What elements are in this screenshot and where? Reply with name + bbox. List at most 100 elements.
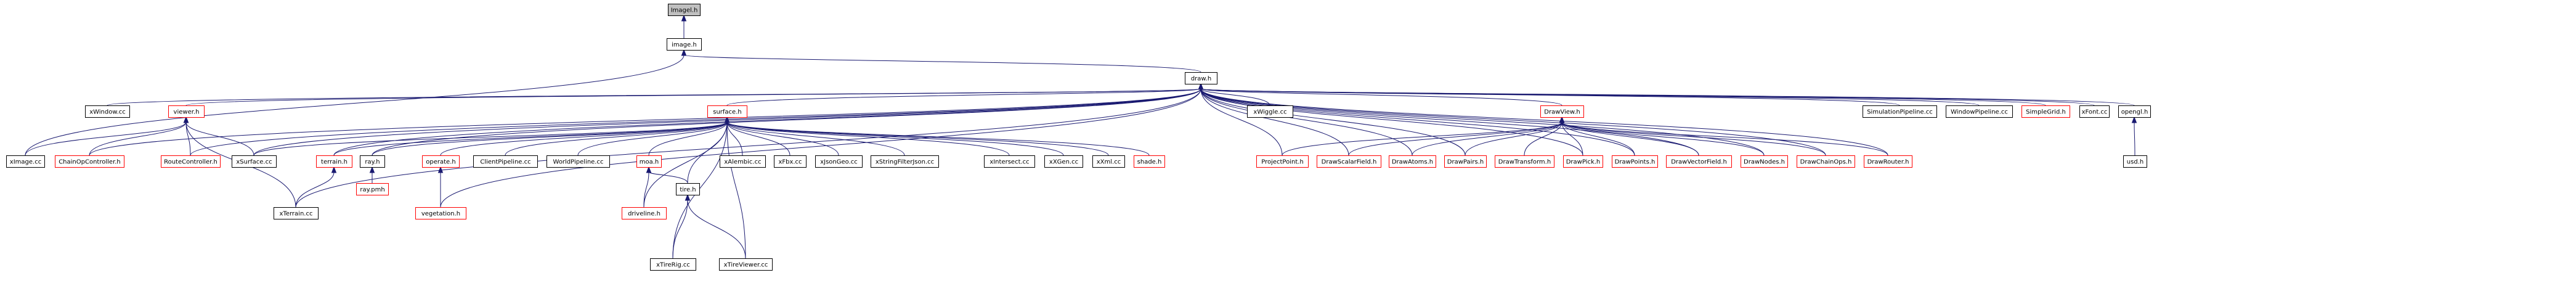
node-drawpoints-h[interactable]: DrawPoints.h	[1612, 155, 1658, 168]
edge-arrowhead	[437, 166, 444, 173]
dependency-edge	[1200, 88, 1413, 156]
node-projpoint-h[interactable]: ProjectPoint.h	[1256, 155, 1309, 168]
dependency-edge	[1524, 121, 1562, 156]
node-chainop-h[interactable]: ChainOpController.h	[55, 155, 124, 168]
node-routectrl-h[interactable]: RouteController.h	[161, 155, 221, 168]
node-label: DrawAtoms.h	[1392, 159, 1433, 166]
dependency-edge	[372, 121, 728, 156]
node-box	[650, 258, 696, 271]
node-drawnodes-h[interactable]: DrawNodes.h	[1741, 155, 1788, 168]
node-winpipe-cc[interactable]: WindowPipeline.cc	[1946, 105, 2013, 118]
node-xfont-cc[interactable]: xFont.cc	[2079, 105, 2110, 118]
node-label: DrawNodes.h	[1744, 159, 1785, 166]
edge-arrowhead	[331, 166, 337, 173]
node-box	[1495, 155, 1554, 168]
node-label: driveline.h	[628, 211, 660, 218]
node-drawscalar-h[interactable]: DrawScalarField.h	[1317, 155, 1381, 168]
node-tire-h[interactable]: tire.h	[676, 183, 700, 195]
dependency-edge	[1200, 88, 1635, 156]
node-xsurface-cc[interactable]: xSurface.cc	[232, 155, 277, 168]
node-surface-h[interactable]: surface.h	[707, 105, 747, 118]
node-label: DrawScalarField.h	[1322, 159, 1377, 166]
dependency-edge	[505, 121, 728, 156]
node-xstrfilter-cc[interactable]: xStringFilterJson.cc	[871, 155, 939, 168]
dependency-edge	[726, 121, 790, 156]
node-clientpipe-cc[interactable]: ClientPipeline.cc	[473, 155, 538, 168]
node-drawpick-h[interactable]: DrawPick.h	[1563, 155, 1603, 168]
node-drawchain-h[interactable]: DrawChainOps.h	[1797, 155, 1855, 168]
node-ximage-cc[interactable]: xImage.cc	[6, 155, 45, 168]
dependency-edge	[1282, 121, 1562, 156]
node-ray-pmh[interactable]: ray.pmh	[356, 183, 389, 195]
dependency-edge	[440, 88, 1201, 208]
node-label: xFbx.cc	[778, 159, 802, 166]
node-label: ray.pmh	[360, 187, 384, 194]
node-worldpipe-cc[interactable]: WorldPipeline.cc	[546, 155, 610, 168]
dependency-edge	[1200, 88, 1765, 156]
node-box	[1389, 155, 1436, 168]
node-box	[636, 155, 662, 168]
node-box	[1946, 105, 2013, 118]
node-xxml-cc[interactable]: xXml.cc	[1092, 155, 1125, 168]
node-xtireviewer-cc[interactable]: xTireViewer.cc	[719, 258, 773, 271]
node-label: xFont.cc	[2082, 109, 2108, 116]
node-label: operate.h	[426, 159, 455, 166]
dependency-edge	[185, 88, 1201, 106]
node-xterrain-cc[interactable]: xTerrain.cc	[274, 207, 319, 219]
node-label: xJsonGeo.cc	[820, 159, 858, 166]
node-label: WindowPipeline.cc	[1951, 109, 2008, 116]
node-terrain-h[interactable]: terrain.h	[316, 155, 352, 168]
dependency-edge	[1465, 121, 1562, 156]
node-box	[2123, 155, 2147, 168]
node-simplegrid-h[interactable]: SimpleGrid.h	[2021, 105, 2070, 118]
node-label: opengl.h	[2121, 109, 2148, 116]
node-ray-h[interactable]: ray.h	[360, 155, 385, 168]
dependency-edge	[440, 121, 728, 156]
dependency-edge	[672, 199, 688, 259]
dependency-edge	[648, 171, 688, 184]
dependency-edge	[1348, 121, 1562, 156]
node-xwindow-cc[interactable]: xWindow.cc	[85, 105, 130, 118]
node-drawvector-h[interactable]: DrawVectorField.h	[1666, 155, 1732, 168]
dependency-edge	[1561, 121, 1826, 156]
node-opengl-h[interactable]: opengl.h	[2118, 105, 2151, 118]
node-box	[1612, 155, 1658, 168]
node-vegetation-h[interactable]: vegetation.h	[415, 207, 466, 219]
node-operate-h[interactable]: operate.h	[422, 155, 460, 168]
node-xwiggle-cc[interactable]: xWiggle.cc	[1247, 105, 1293, 118]
node-drawxform-h[interactable]: DrawTransform.h	[1495, 155, 1554, 168]
node-label: xIntersect.cc	[989, 159, 1029, 166]
node-drawpairs-h[interactable]: DrawPairs.h	[1444, 155, 1487, 168]
node-moa-h[interactable]: moa.h	[636, 155, 662, 168]
dependency-edge	[25, 54, 685, 156]
node-xfbx-cc[interactable]: xFbx.cc	[774, 155, 807, 168]
dependency-edge	[726, 88, 1201, 106]
dependency-edge	[253, 121, 728, 156]
node-draw-h[interactable]: draw.h	[1185, 72, 1217, 84]
edge-arrowhead	[681, 49, 687, 56]
node-image-h[interactable]: image.h	[667, 38, 702, 51]
dependency-edge	[1200, 88, 1826, 156]
node-box	[676, 183, 700, 195]
node-label: xSurface.cc	[236, 159, 272, 166]
node-label: xTireRig.cc	[656, 262, 690, 269]
node-box	[546, 155, 610, 168]
node-xxgen-cc[interactable]: xXGen.cc	[1044, 155, 1083, 168]
node-simpipe-cc[interactable]: SimulationPipeline.cc	[1863, 105, 1937, 118]
node-xalembic-cc[interactable]: xAlembic.cc	[720, 155, 766, 168]
node-drawrouter-h[interactable]: DrawRouter.h	[1864, 155, 1912, 168]
node-label: DrawVectorField.h	[1671, 159, 1727, 166]
node-usd-h[interactable]: usd.h	[2123, 155, 2147, 168]
node-drawatoms-h[interactable]: DrawAtoms.h	[1389, 155, 1436, 168]
node-xtirerig-cc[interactable]: xTireRig.cc	[650, 258, 696, 271]
node-shade-h[interactable]: shade.h	[1134, 155, 1165, 168]
node-drawview-h[interactable]: DrawView.h	[1540, 105, 1584, 118]
node-xjsongeo-cc[interactable]: xJsonGeo.cc	[815, 155, 863, 168]
node-viewer-h[interactable]: viewer.h	[168, 105, 205, 118]
node-box	[1044, 155, 1083, 168]
node-box	[1864, 155, 1912, 168]
node-label: usd.h	[2127, 159, 2143, 166]
node-driveline-h[interactable]: driveline.h	[622, 207, 667, 219]
node-xintersect-cc[interactable]: xIntersect.cc	[984, 155, 1035, 168]
edge-arrowhead	[2131, 116, 2137, 123]
